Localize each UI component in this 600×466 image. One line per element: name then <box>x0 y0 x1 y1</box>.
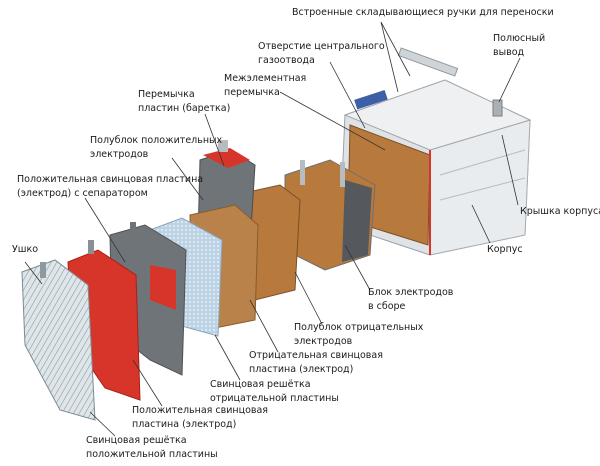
label-line: Полюсный <box>493 33 546 44</box>
label-line: вывод <box>493 47 525 58</box>
label-line: Полублок положительных <box>90 135 223 146</box>
label-line: пластина (электрод) <box>132 419 237 430</box>
label-line: Корпус <box>487 244 523 255</box>
label-intercell-connector: Межэлементная перемычка <box>224 72 306 100</box>
label-line: положительной пластины <box>86 449 218 460</box>
label-line: Крышка корпуса <box>520 206 600 217</box>
label-case: Корпус <box>487 243 523 257</box>
label-line: Отрицательная свинцовая <box>249 350 383 361</box>
label-line: газоотвода <box>258 55 315 66</box>
label-line: электродов <box>90 149 149 160</box>
label-line: Положительная свинцовая пластина <box>17 174 204 185</box>
label-line: Перемычка <box>138 89 195 100</box>
label-line: в сборе <box>368 301 406 312</box>
label-positive-plate: Положительная свинцовая пластина (электро… <box>132 404 268 432</box>
label-line: (электрод) с сепаратором <box>17 188 148 199</box>
label-terminal: Полюсный вывод <box>493 32 545 60</box>
label-line: электродов <box>294 336 353 347</box>
label-line: Свинцовая решётка <box>210 379 311 390</box>
label-carry-handles: Встроенные складывающиеся ручки для пере… <box>292 6 554 20</box>
label-line: Положительная свинцовая <box>132 405 269 416</box>
label-line: пластина (электрод) <box>249 364 354 375</box>
label-line: Отверстие центрального <box>258 41 385 52</box>
label-vent: Отверстие центрального газоотвода <box>258 40 385 68</box>
label-line: Встроенные складывающиеся ручки для пере… <box>292 7 554 18</box>
label-line: пластин (баретка) <box>138 103 231 114</box>
label-negative-plate: Отрицательная свинцовая пластина (электро… <box>249 349 383 377</box>
label-positive-half-block: Полублок положительных электродов <box>90 134 222 162</box>
label-line: перемычка <box>224 87 280 98</box>
label-line: Блок электродов <box>368 287 454 298</box>
label-electrode-block: Блок электродов в сборе <box>368 286 453 314</box>
positive-grid <box>21 259 96 421</box>
label-lug: Ушко <box>12 243 38 257</box>
leader-lines <box>24 21 521 437</box>
label-positive-grid: Свинцовая решётка положительной пластины <box>86 434 218 462</box>
label-positive-plate-separator: Положительная свинцовая пластина (электро… <box>17 173 203 201</box>
label-negative-half-block: Полублок отрицательных электродов <box>294 321 423 349</box>
label-lid: Крышка корпуса <box>520 205 600 219</box>
label-negative-grid: Свинцовая решётка отрицательной пластины <box>210 378 339 406</box>
label-line: отрицательной пластины <box>210 393 339 404</box>
label-line: Свинцовая решётка <box>86 435 187 446</box>
label-line: Межэлементная <box>224 73 307 84</box>
label-plate-strap: Перемычка пластин (баретка) <box>138 88 230 116</box>
label-line: Ушко <box>12 244 39 255</box>
label-line: Полублок отрицательных <box>294 322 424 333</box>
electrode-block <box>284 159 376 271</box>
